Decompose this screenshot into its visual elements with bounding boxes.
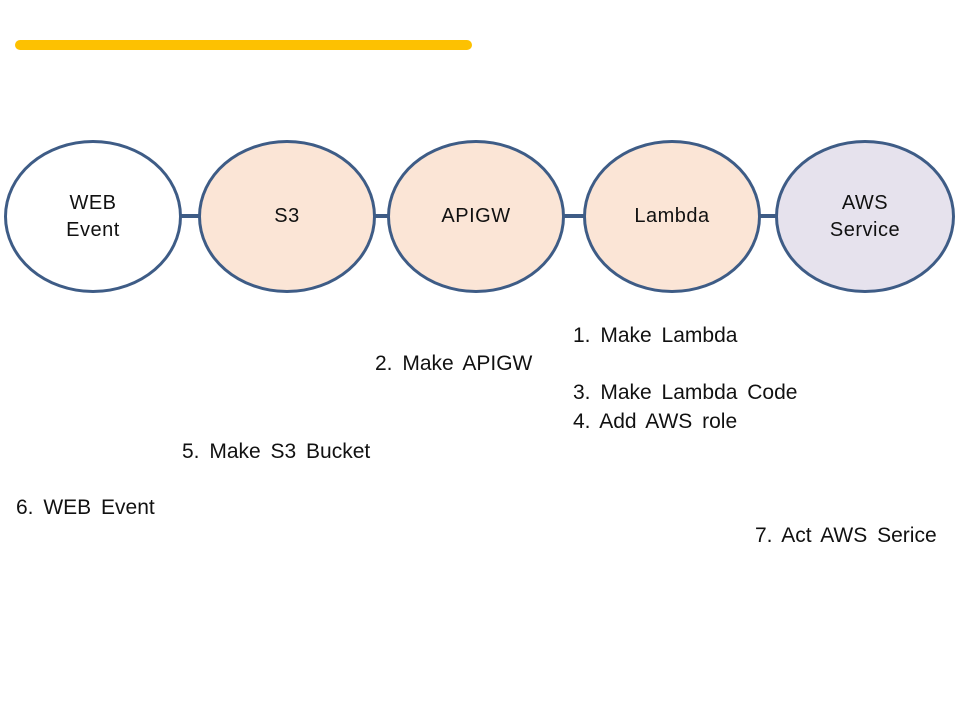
node-lambda-label: Lambda (634, 205, 710, 227)
connector-apigw-lambda (562, 214, 586, 218)
step-7: 7. Act AWS Serice (755, 524, 937, 547)
step-2: 2. Make APIGW (375, 352, 533, 375)
connector-lambda-awsservice (757, 214, 778, 218)
node-apigw: APIGW (387, 140, 565, 293)
node-web-event: WEB Event (4, 140, 182, 293)
node-aws-service-label: AWS Service (829, 191, 901, 241)
step-4: 4. Add AWS role (573, 410, 738, 433)
node-web-event-label: WEB Event (66, 191, 120, 241)
node-s3-label: S3 (274, 205, 300, 227)
node-apigw-label: APIGW (441, 205, 511, 227)
title-accent-bar (15, 40, 472, 50)
node-aws-service: AWS Service (775, 140, 955, 293)
node-lambda: Lambda (583, 140, 761, 293)
step-6: 6. WEB Event (16, 496, 155, 519)
node-s3: S3 (198, 140, 376, 293)
step-1: 1. Make Lambda (573, 324, 738, 347)
step-5: 5. Make S3 Bucket (182, 440, 371, 463)
connector-webevent-s3 (179, 214, 201, 218)
step-3: 3. Make Lambda Code (573, 381, 798, 404)
connector-s3-apigw (373, 214, 390, 218)
